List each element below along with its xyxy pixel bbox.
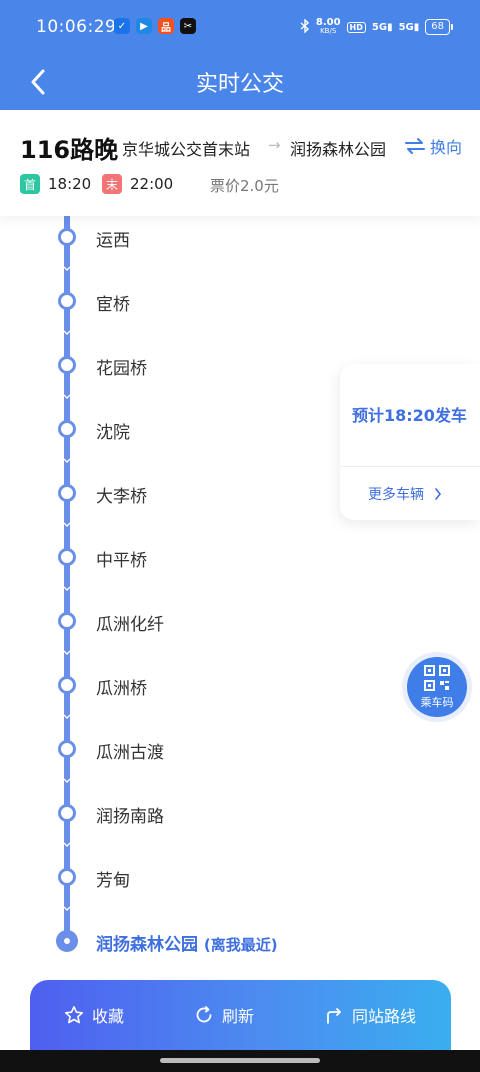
direction-chevron-icon xyxy=(63,714,71,719)
app-store-icon: 品 xyxy=(158,18,174,34)
app-play-icon: ▶ xyxy=(136,18,152,34)
bluetooth-icon xyxy=(300,17,310,36)
stop-name: 瓜洲古渡 xyxy=(96,743,164,763)
last-bus-tag: 末 xyxy=(102,174,122,194)
direction-chevron-icon xyxy=(63,842,71,847)
qr-code-icon xyxy=(424,665,450,691)
fare-info: 票价2.0元 xyxy=(210,177,279,195)
status-indicators: 8.00 KB/S HD 5G▮ 5G▮ 68 xyxy=(300,17,453,36)
stop-dot xyxy=(58,292,76,310)
more-vehicles-label: 更多车辆 xyxy=(368,487,424,503)
page-title: 实时公交 xyxy=(195,72,284,97)
nav-bar: 实时公交 xyxy=(0,54,480,110)
route-destination: 润扬森林公园 xyxy=(290,140,387,159)
first-bus-tag: 首 xyxy=(20,174,40,194)
bus-arrival-panel: 预计18:20发车 更多车辆 xyxy=(340,364,480,520)
stop-name: 运西 xyxy=(96,231,130,251)
net-speed: 8.00 KB/S xyxy=(315,17,341,36)
route-turn-icon xyxy=(327,1008,341,1024)
status-time: 10:06:29 xyxy=(36,17,117,37)
route-arrow: → xyxy=(268,136,281,154)
direction-chevron-icon xyxy=(63,522,71,527)
nearest-note: (离我最近) xyxy=(203,936,278,954)
panel-divider xyxy=(340,466,480,467)
stop-dot xyxy=(58,804,76,822)
swap-icon xyxy=(405,138,425,154)
direction-chevron-icon xyxy=(63,586,71,591)
stop-name: 宦桥 xyxy=(96,295,130,315)
stop-name: 瓜洲桥 xyxy=(96,679,147,699)
chevron-right-icon xyxy=(435,488,442,500)
star-icon xyxy=(64,1006,84,1024)
home-indicator[interactable] xyxy=(160,1058,320,1063)
battery-icon: 68 xyxy=(425,19,453,35)
direction-chevron-icon xyxy=(63,458,71,463)
switch-direction-label: 换向 xyxy=(430,138,463,157)
stop-dot xyxy=(58,484,76,502)
bus-eta: 预计18:20发车 xyxy=(352,406,467,425)
route-info-card: 116路晚 京华城公交首末站 → 润扬森林公园 换向 xyxy=(0,110,480,216)
app-notification-icon: ✓ xyxy=(114,18,130,34)
hd-badge: HD xyxy=(346,21,366,33)
stop-name: 花园桥 xyxy=(96,359,147,379)
favorite-button[interactable]: 收藏 xyxy=(64,980,124,1050)
stop-name: 芳甸 xyxy=(96,871,130,891)
last-bus-time: 22:00 xyxy=(130,175,174,193)
more-vehicles-button[interactable]: 更多车辆 xyxy=(368,484,442,504)
direction-chevron-icon xyxy=(63,778,71,783)
final-stop-name: 润扬森林公园 xyxy=(96,935,198,955)
favorite-label: 收藏 xyxy=(92,1007,125,1026)
stop-dot xyxy=(58,740,76,758)
stop-name: 瓜洲化纤 xyxy=(96,615,164,635)
stop-name: 中平桥 xyxy=(96,551,147,571)
direction-chevron-icon xyxy=(63,650,71,655)
refresh-label: 刷新 xyxy=(222,1007,255,1026)
status-app-icons: ✓ ▶ 品 ✂ xyxy=(114,18,196,34)
app-capcut-icon: ✂ xyxy=(180,18,196,34)
stop-dot xyxy=(58,612,76,630)
status-bar: 10:06:29 ✓ ▶ 品 ✂ 8.00 KB/S HD 5G▮ 5G▮ 68 xyxy=(0,0,480,54)
signal-5g-2: 5G▮ xyxy=(398,21,420,33)
direction-chevron-icon xyxy=(63,906,71,911)
stop-dot xyxy=(58,420,76,438)
route-track-line xyxy=(64,216,70,940)
stop-item-final[interactable]: 润扬森林公园 (离我最近) xyxy=(96,930,278,955)
route-origin: 京华城公交首末站 xyxy=(122,140,251,159)
refresh-button[interactable]: 刷新 xyxy=(194,980,254,1050)
refresh-icon xyxy=(196,1006,212,1023)
stop-dot xyxy=(58,228,76,246)
location-pin-icon xyxy=(56,930,78,952)
direction-chevron-icon xyxy=(63,394,71,399)
switch-direction-button[interactable]: 换向 xyxy=(404,134,462,158)
ride-code-label: 乘车码 xyxy=(420,696,454,709)
bottom-action-bar: 收藏 刷新 同站路线 xyxy=(30,980,451,1050)
signal-5g-1: 5G▮ xyxy=(371,21,393,33)
stop-name: 大李桥 xyxy=(96,487,147,507)
route-number: 116路晚 xyxy=(20,136,119,164)
chevron-left-icon xyxy=(31,69,45,95)
stop-name: 沈院 xyxy=(96,423,130,443)
direction-chevron-icon xyxy=(63,266,71,271)
back-button[interactable] xyxy=(20,64,56,100)
stop-dot xyxy=(58,356,76,374)
ride-code-button[interactable]: 乘车码 xyxy=(402,652,472,722)
same-station-label: 同站路线 xyxy=(352,1007,417,1026)
same-station-routes-button[interactable]: 同站路线 xyxy=(324,980,416,1050)
stop-dot xyxy=(58,868,76,886)
stop-dot xyxy=(58,548,76,566)
first-bus-time: 18:20 xyxy=(48,175,92,193)
direction-chevron-icon xyxy=(63,330,71,335)
stop-dot xyxy=(58,676,76,694)
stop-name: 润扬南路 xyxy=(96,807,164,827)
